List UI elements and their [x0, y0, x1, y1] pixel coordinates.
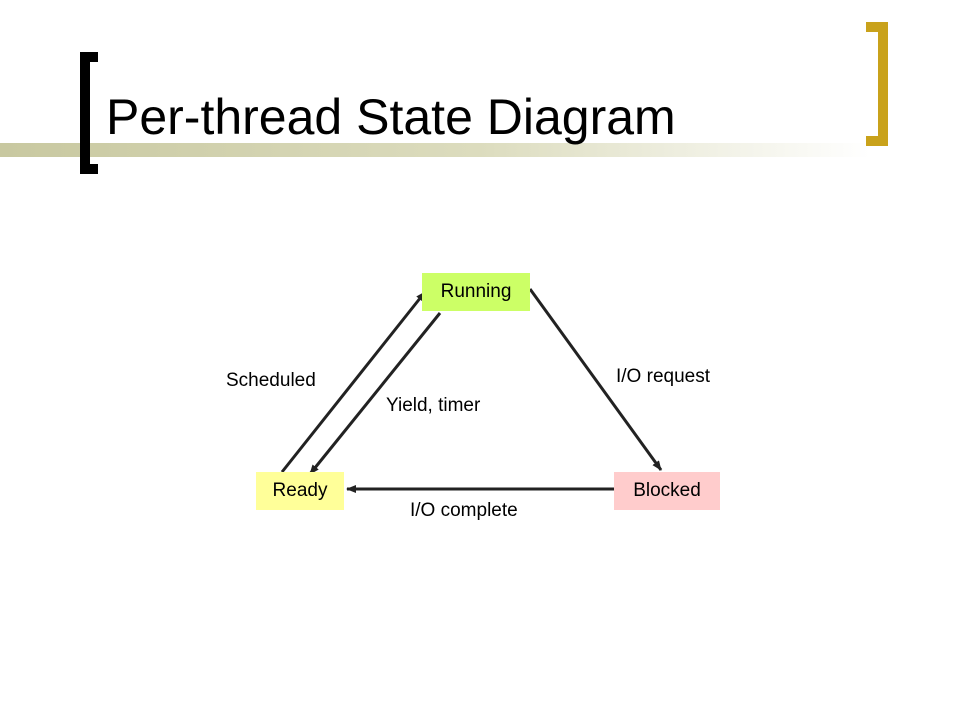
label-io-request: I/O request — [616, 366, 710, 387]
left-bracket-decoration — [80, 52, 98, 174]
arrow-yield-timer — [308, 312, 442, 475]
title-underline-bar — [0, 143, 870, 157]
state-blocked: Blocked — [614, 472, 720, 510]
arrow-io-request — [528, 288, 663, 471]
slide-title: Per-thread State Diagram — [106, 89, 676, 145]
label-yield-timer: Yield, timer — [386, 395, 481, 416]
arrow-scheduled — [280, 291, 427, 473]
label-io-complete: I/O complete — [410, 500, 518, 521]
label-scheduled: Scheduled — [226, 370, 316, 391]
state-ready: Ready — [256, 472, 344, 510]
state-running: Running — [422, 273, 530, 311]
right-bracket-decoration — [866, 22, 888, 146]
